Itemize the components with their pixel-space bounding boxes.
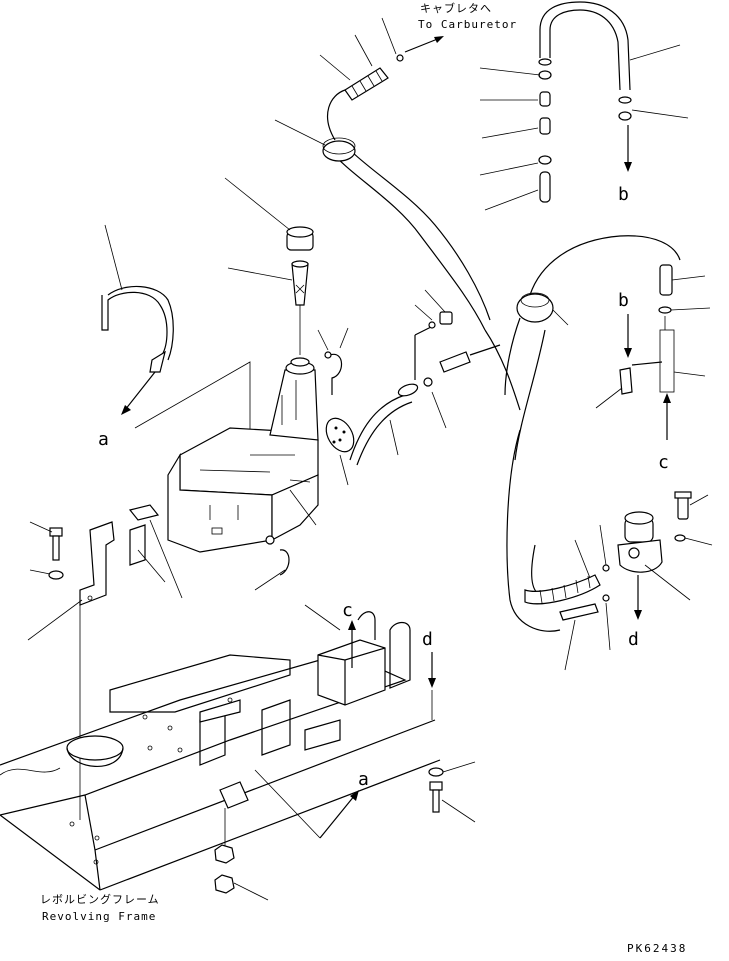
label-b-top: b	[618, 184, 629, 205]
return-hose-loop: b	[538, 1, 632, 205]
leader-lines-top	[274, 17, 689, 211]
fuel-tank	[167, 357, 319, 553]
to-carburetor-en: To Carburetor	[418, 18, 517, 31]
label-a-left: a	[98, 429, 109, 450]
fuel-gauge-unit	[325, 417, 355, 486]
revolving-frame-jp: レボルビングフレーム	[40, 892, 160, 906]
suction-pipe	[349, 289, 501, 466]
breather-fitting	[317, 327, 349, 395]
frame-a-marker: a	[254, 769, 369, 839]
tank-cap	[224, 177, 314, 251]
label-c-frame: c	[342, 600, 353, 621]
water-separator: d	[617, 491, 713, 650]
frame-connection-arrows: c d	[342, 600, 436, 720]
revolving-frame-en: Revolving Frame	[42, 910, 156, 923]
tank-strap: a	[98, 224, 174, 450]
label-b-right: b	[618, 290, 629, 311]
carburetor-hose-assembly: キャブレタへ To Carburetor	[322, 1, 517, 331]
revolving-frame	[0, 604, 441, 891]
spiral-guard	[344, 67, 389, 101]
to-carburetor-jp: キャブレタへ	[420, 1, 492, 15]
label-d-right: d	[628, 629, 639, 650]
fuel-line-right	[484, 235, 681, 671]
left-bracket	[27, 521, 115, 820]
mounting-bolt	[428, 761, 476, 823]
filler-strainer	[227, 260, 309, 306]
clamp-small	[254, 535, 290, 591]
mounting-nuts	[214, 844, 269, 901]
label-c-right: c	[658, 452, 669, 473]
drain-hose-parts: b c	[595, 264, 711, 473]
spiral-guard-lower	[524, 574, 601, 605]
cushion-pads	[128, 504, 183, 599]
label-a-frame: a	[358, 769, 369, 790]
label-d-frame: d	[422, 629, 433, 650]
drawing-code: PK62438	[627, 942, 687, 955]
